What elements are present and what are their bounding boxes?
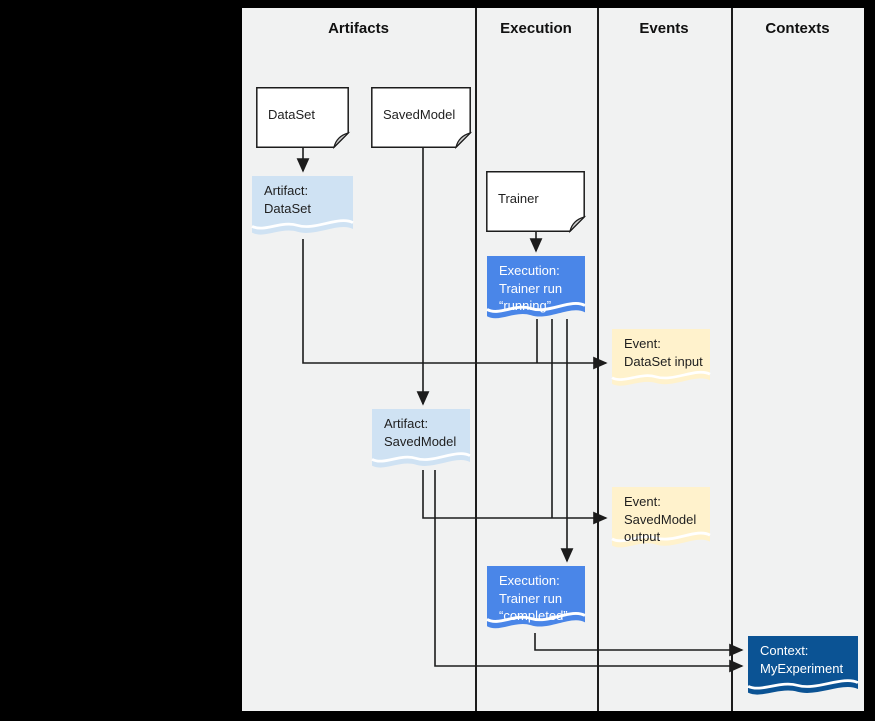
node-label-line: SavedModel — [384, 433, 457, 449]
node-label-line: DataSet input — [624, 353, 703, 369]
column-divider — [731, 8, 733, 711]
node-event-savedmodel-output: Event: SavedModel output — [611, 487, 711, 553]
node-artifact-dataset: Artifact: DataSet — [251, 176, 354, 240]
wave-shape — [486, 256, 586, 319]
wave-shape — [371, 409, 471, 468]
wave-shape — [611, 329, 711, 386]
node-label-line: “completed” — [499, 608, 568, 623]
node-label: DataSet — [268, 106, 315, 122]
node-label-line: “running” — [499, 298, 552, 313]
node-label-line: Context: — [760, 643, 809, 658]
node-execution-completed: Execution: Trainer run “completed” — [486, 566, 586, 634]
column-header-contexts: Contexts — [765, 20, 830, 37]
node-dataset-doc: DataSet — [256, 87, 351, 150]
node-label-line: Artifact: — [384, 416, 429, 431]
node-label-line: Trainer run — [499, 590, 563, 606]
document-shape — [371, 87, 473, 150]
diagram-panel: Artifacts Execution Events Contexts Data… — [242, 8, 864, 711]
node-label-line: output — [624, 529, 661, 544]
node-execution-running: Execution: Trainer run “running” — [486, 256, 586, 324]
column-header-artifacts: Artifacts — [328, 20, 389, 37]
node-event-dataset-input: Event: DataSet input — [611, 329, 711, 391]
node-trainer-doc: Trainer — [486, 171, 587, 234]
wave-shape — [486, 566, 586, 629]
node-savedmodel-doc: SavedModel — [371, 87, 473, 150]
column-divider — [475, 8, 477, 711]
wave-shape — [611, 487, 711, 548]
node-context-myexperiment: Context: MyExperiment — [747, 636, 859, 700]
node-label: SavedModel — [383, 106, 456, 122]
node-label-line: SavedModel — [624, 511, 697, 527]
document-shape — [256, 87, 351, 150]
node-artifact-savedmodel: Artifact: SavedModel — [371, 409, 471, 473]
node-label-line: Artifact: — [264, 183, 309, 198]
node-label-line: Trainer run — [499, 280, 563, 296]
column-divider — [597, 8, 599, 711]
column-header-execution: Execution — [500, 20, 572, 37]
node-label-line: Execution: — [499, 263, 560, 278]
node-label-line: Event: — [624, 494, 661, 509]
node-label-line: MyExperiment — [760, 660, 844, 676]
node-label-line: Execution: — [499, 573, 560, 588]
node-label-line: DataSet — [264, 200, 311, 216]
document-shape — [486, 171, 587, 234]
wave-shape — [251, 176, 354, 235]
node-label: Trainer — [498, 190, 539, 206]
wave-shape — [747, 636, 859, 695]
column-header-events: Events — [639, 20, 689, 37]
node-label-line: Event: — [624, 336, 661, 351]
